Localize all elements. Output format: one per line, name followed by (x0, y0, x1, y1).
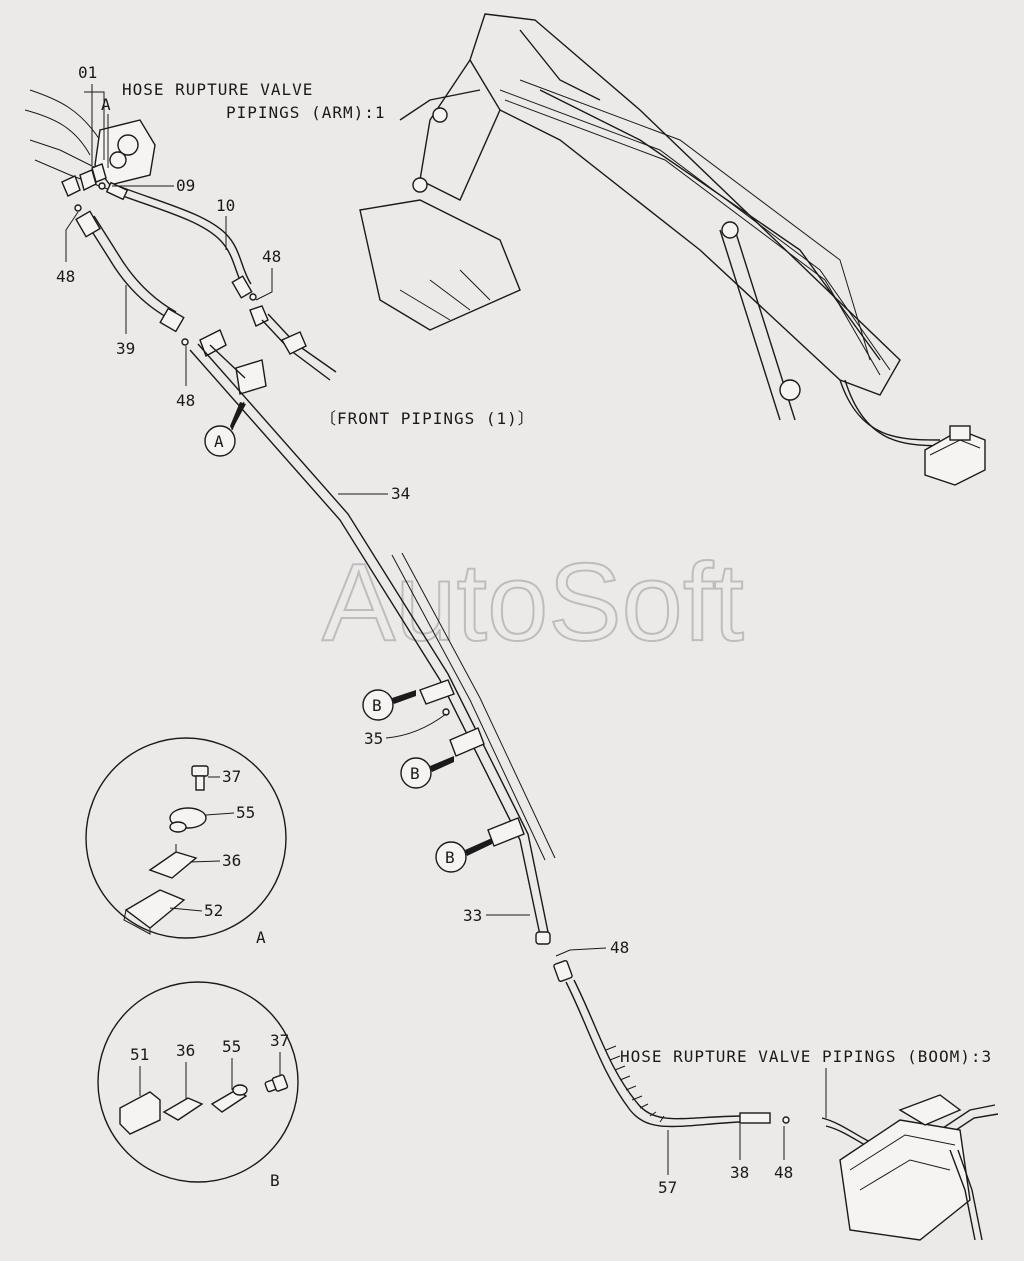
detail-a-37: 37 (222, 767, 241, 786)
hose-10 (105, 181, 257, 301)
fitting-cluster (249, 305, 337, 381)
detail-a: 37 55 36 52 A (85, 737, 287, 947)
callout-01: 01 (78, 63, 97, 82)
arm-valve-illustration (24, 89, 156, 212)
excavator-arm-illustration (359, 13, 986, 486)
marker-b-1: B (362, 689, 416, 721)
callout-33: 33 (463, 906, 482, 925)
callout-10: 10 (216, 196, 235, 215)
callout-48-mid: 48 (176, 391, 195, 410)
detail-a-55: 55 (236, 803, 255, 822)
boom-valve-illustration (821, 1094, 999, 1241)
leader-48-right (255, 268, 273, 301)
svg-text:B: B (410, 764, 420, 783)
detail-b-51: 51 (130, 1045, 149, 1064)
svg-text:A: A (214, 432, 224, 451)
callout-09: 09 (176, 176, 195, 195)
detail-b-55: 55 (222, 1037, 241, 1056)
callout-48-right: 48 (262, 247, 281, 266)
callout-48-left: 48 (56, 267, 75, 286)
callout-57: 57 (658, 1178, 677, 1197)
callout-39: 39 (116, 339, 135, 358)
pipe-34-33 (189, 343, 556, 945)
svg-text:B: B (445, 848, 455, 867)
pipe-clamp-a (199, 329, 267, 395)
callout-a-top: A (101, 95, 111, 114)
detail-b-36: 36 (176, 1041, 195, 1060)
watermark: AutoSoft (322, 541, 744, 664)
front-pipings-title: 〔FRONT PIPINGS (1)〕 (320, 409, 535, 428)
callout-35: 35 (364, 729, 383, 748)
marker-b-2: B (400, 756, 454, 789)
marker-a-main: A (204, 401, 246, 457)
leader-01 (84, 84, 105, 165)
callout-34: 34 (391, 484, 410, 503)
detail-a-36: 36 (222, 851, 241, 870)
callout-48-bottom: 48 (774, 1163, 793, 1182)
marker-b-3: B (435, 838, 492, 873)
boom-title: HOSE RUPTURE VALVE PIPINGS (BOOM):3 (620, 1047, 992, 1066)
detail-a-52: 52 (204, 901, 223, 920)
detail-b-caption: B (270, 1171, 280, 1190)
detail-b-37: 37 (270, 1031, 289, 1050)
callout-48-lower: 48 (610, 938, 629, 957)
leader-48-left (65, 211, 79, 262)
hose-57-38 (553, 960, 790, 1128)
arm-title-line-2: PIPINGS (ARM):1 (226, 103, 386, 122)
detail-b: 51 36 55 37 B (97, 981, 299, 1190)
leader-48-lower (555, 947, 607, 957)
hose-39 (75, 210, 189, 346)
arm-title-line-1: HOSE RUPTURE VALVE (122, 80, 313, 99)
detail-a-caption: A (256, 928, 266, 947)
svg-text:B: B (372, 696, 382, 715)
leader-35 (385, 713, 447, 739)
callout-38: 38 (730, 1163, 749, 1182)
